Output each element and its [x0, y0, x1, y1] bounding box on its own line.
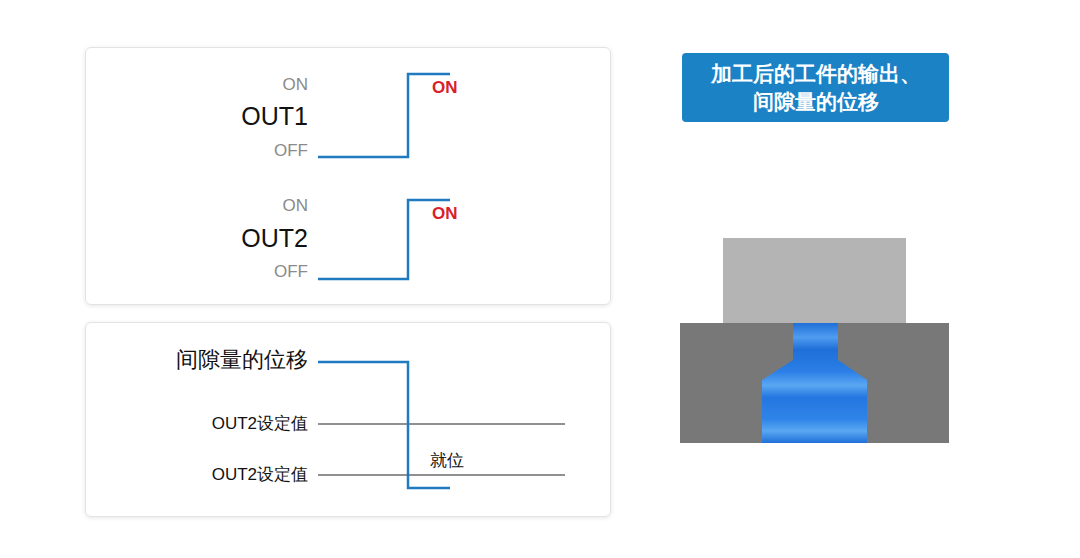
- state-label: OFF: [274, 262, 308, 282]
- fixture-block: [680, 323, 949, 443]
- out2-signal-line: [318, 200, 450, 279]
- state-on-label: ON: [432, 204, 458, 224]
- setpoint-label: OUT2设定值: [212, 414, 308, 434]
- out1-signal-line: [318, 74, 450, 157]
- signal-name: OUT1: [241, 102, 308, 131]
- air-flow: [762, 323, 867, 443]
- signal-name: OUT2: [241, 224, 308, 253]
- title-badge: 加工后的工件的输出、 间隙量的位移: [682, 53, 949, 122]
- setpoint-label: OUT2设定值: [212, 465, 308, 485]
- in-position-label: 就位: [430, 451, 464, 471]
- displacement-panel: 间隙量的位移OUT2设定值OUT2设定值就位: [85, 322, 611, 517]
- badge-title: 加工后的工件的输出、 间隙量的位移: [696, 60, 935, 115]
- state-label: OFF: [274, 141, 308, 161]
- state-on-label: ON: [432, 78, 458, 98]
- signal-panel: ONOUT1OFFONONOUT2OFFON: [85, 47, 611, 305]
- state-label: ON: [283, 196, 309, 216]
- axis-label: 间隙量的位移: [176, 347, 308, 372]
- threshold-line: [318, 474, 565, 475]
- threshold-line: [318, 423, 565, 424]
- state-label: ON: [283, 75, 309, 95]
- workpiece: [723, 238, 906, 325]
